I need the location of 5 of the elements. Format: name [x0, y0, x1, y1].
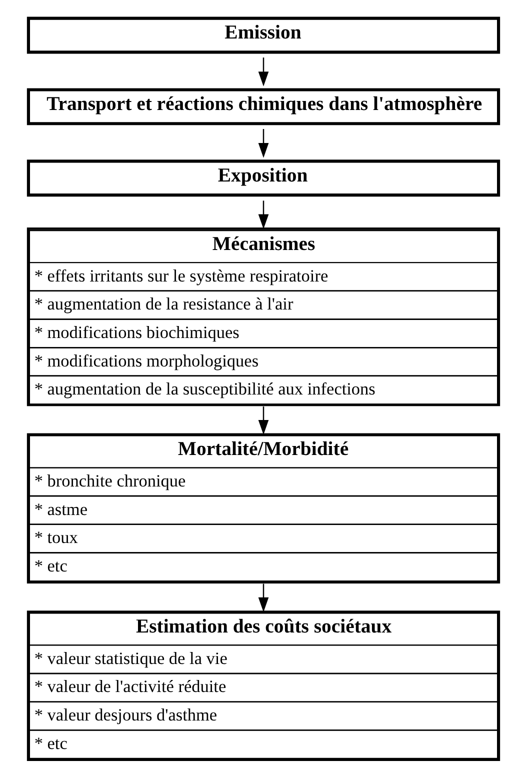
- arrow: [258, 584, 268, 612]
- arrow: [258, 200, 268, 230]
- arrow: [258, 58, 268, 86]
- arrow: [258, 129, 268, 158]
- arrow: [258, 406, 268, 435]
